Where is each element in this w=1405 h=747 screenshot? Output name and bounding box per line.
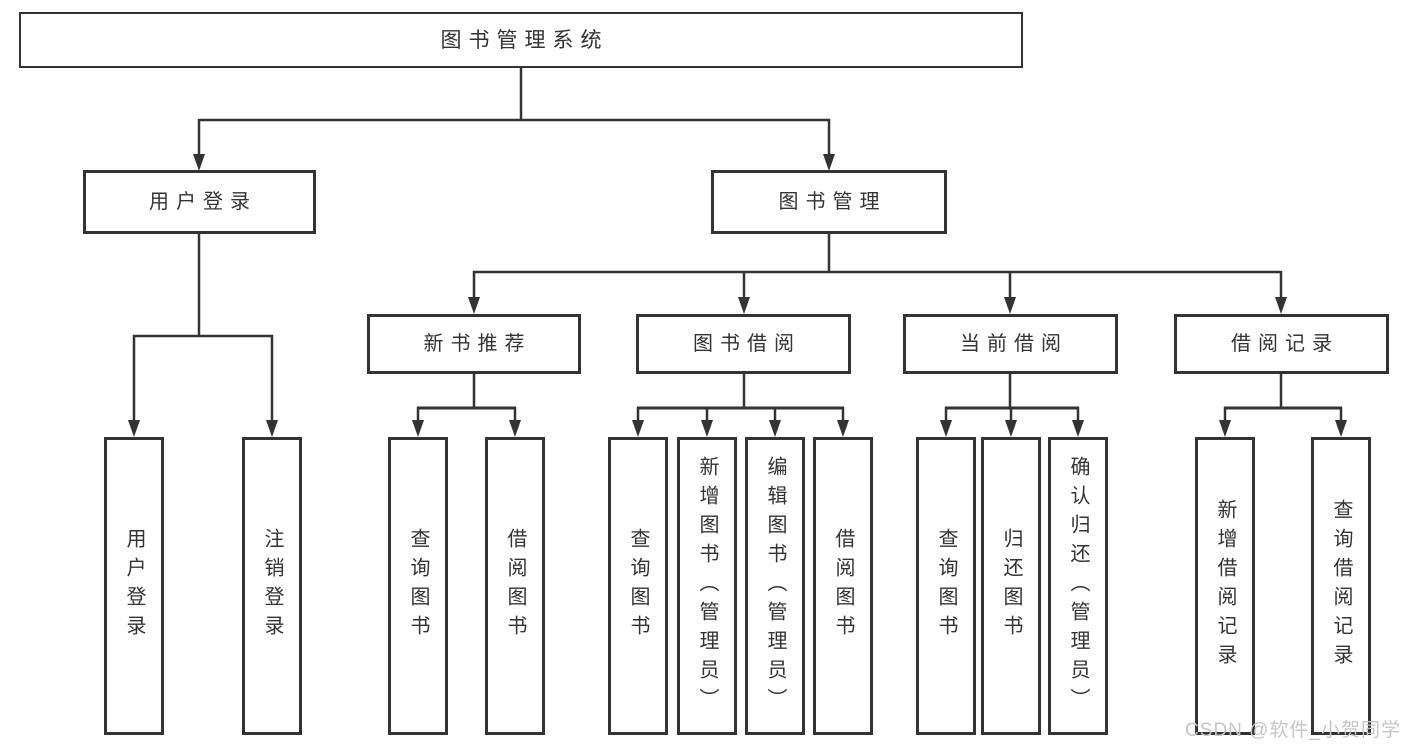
node-label: 借阅记录: [1231, 333, 1339, 355]
node-new-book-recommendation: 新书推荐: [367, 314, 581, 374]
node-label: 编辑图书（管理员）: [764, 455, 786, 717]
node-book-management: 图书管理: [711, 170, 947, 234]
node-label: 新增图书（管理员）: [696, 455, 718, 717]
node-current-borrowing: 当前借阅: [903, 314, 1118, 374]
node-label: 查询图书: [935, 528, 957, 644]
node-label: 注销登录: [261, 528, 283, 644]
leaf-logout: 注销登录: [242, 437, 302, 735]
node-label: 归还图书: [1000, 528, 1022, 644]
leaf-query-books-recommend: 查询图书: [388, 437, 448, 735]
leaf-borrow-books-borrowing: 借阅图书: [813, 437, 873, 735]
node-label: 确认归还（管理员）: [1067, 455, 1089, 717]
node-book-borrowing: 图书借阅: [636, 314, 851, 374]
leaf-query-borrow-record: 查询借阅记录: [1311, 437, 1371, 735]
node-label: 查询借阅记录: [1330, 499, 1352, 673]
leaf-borrow-books-recommend: 借阅图书: [485, 437, 545, 735]
node-borrowing-records: 借阅记录: [1174, 314, 1389, 374]
node-label: 借阅图书: [504, 528, 526, 644]
leaf-add-books-admin: 新增图书（管理员）: [677, 437, 737, 735]
node-label: 用户登录: [149, 191, 257, 213]
node-label: 查询图书: [407, 528, 429, 644]
node-user-login: 用户登录: [83, 170, 316, 234]
node-label: 当前借阅: [960, 333, 1068, 355]
node-label: 图书借阅: [693, 333, 801, 355]
leaf-user-login: 用户登录: [104, 437, 164, 735]
node-label: 图书管理系统: [440, 28, 609, 52]
leaf-query-books-current: 查询图书: [916, 437, 976, 735]
leaf-return-books: 归还图书: [981, 437, 1041, 735]
node-label: 用户登录: [123, 528, 145, 644]
node-label: 新增借阅记录: [1214, 499, 1236, 673]
node-label: 新书推荐: [423, 333, 532, 355]
leaf-query-books-borrowing: 查询图书: [608, 437, 668, 735]
arrowheads: [128, 154, 1347, 437]
leaf-edit-books-admin: 编辑图书（管理员）: [745, 437, 805, 735]
leaf-confirm-return-admin: 确认归还（管理员）: [1048, 437, 1108, 735]
node-label: 借阅图书: [832, 528, 854, 644]
node-label: 查询图书: [627, 528, 649, 644]
node-label: 图书管理: [778, 191, 887, 213]
watermark: CSDN @软件_小贺同学: [1185, 720, 1401, 741]
node-library-management-system: 图书管理系统: [19, 12, 1023, 68]
leaf-add-borrow-record: 新增借阅记录: [1195, 437, 1255, 735]
